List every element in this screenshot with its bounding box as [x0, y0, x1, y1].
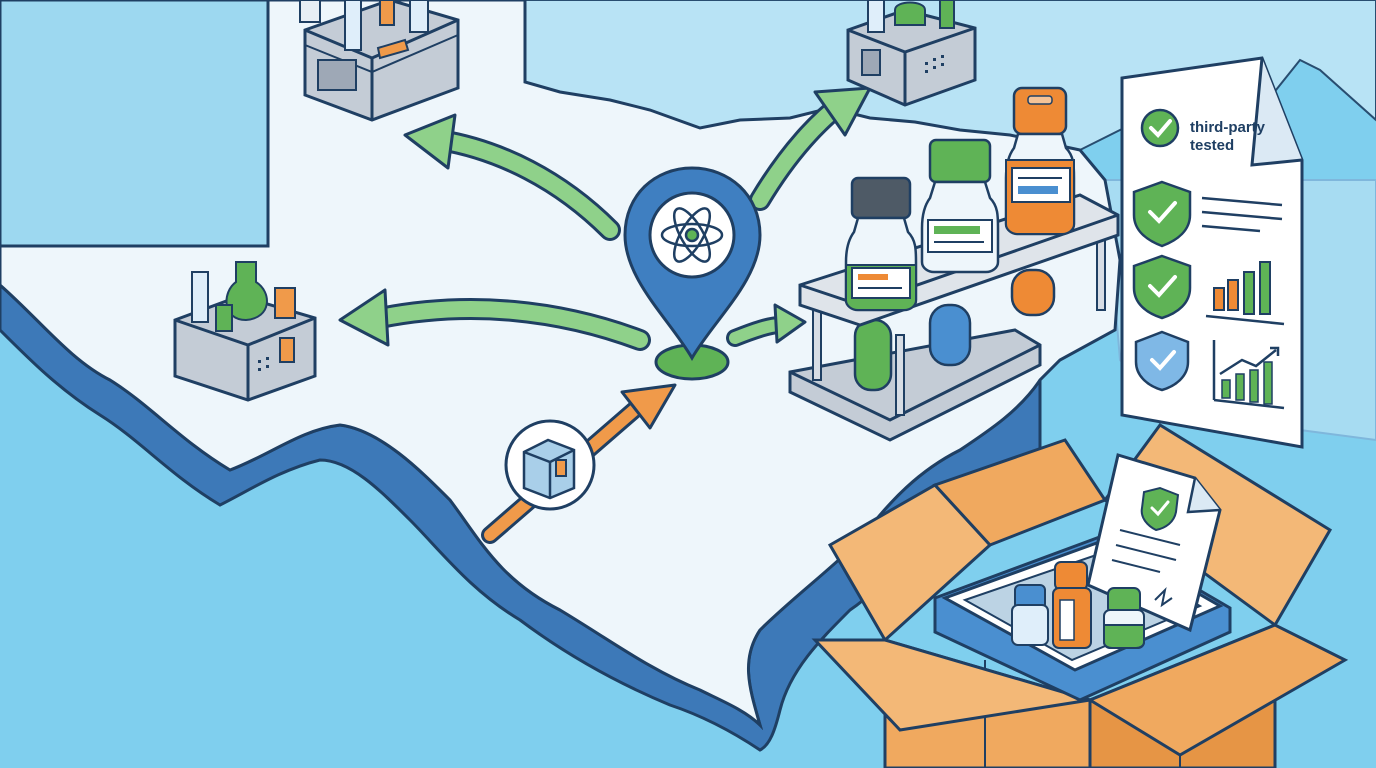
arrow-head-north	[403, 113, 457, 170]
certificate-document	[1086, 453, 1222, 633]
report-label-line2: tested	[1190, 137, 1234, 154]
hub-location-pin	[623, 166, 762, 381]
lab-station-north	[299, 0, 460, 122]
test-report-document: third-party tested	[1120, 56, 1304, 449]
arrow-head-east	[773, 303, 807, 344]
lab-station-west	[173, 261, 317, 402]
vial-rack	[788, 86, 1120, 442]
check-circle-icon	[1140, 108, 1180, 148]
check-shield-icon	[1132, 180, 1192, 248]
distribution-arrows	[338, 86, 872, 544]
arrow-head-northeast	[813, 86, 872, 137]
cooler-icon	[522, 438, 576, 500]
cooler-vials	[1011, 561, 1145, 649]
vial-orange-label	[1004, 86, 1076, 236]
arrow-head-inbound	[620, 383, 677, 430]
bar-chart-icon	[1205, 261, 1285, 326]
vial-blue-label	[920, 138, 1000, 274]
check-shield-icon-2	[1132, 254, 1192, 320]
shield-icon-blue	[1134, 330, 1190, 392]
vial-green-label	[844, 176, 918, 312]
atom-icon	[660, 207, 724, 263]
line-chart-icon	[1212, 340, 1285, 410]
shipping-box	[811, 422, 1349, 768]
land-region-northwest	[0, 0, 270, 248]
arrow-head-west	[338, 288, 390, 347]
lab-station-northeast	[846, 0, 977, 107]
cold-shipping-badge	[504, 419, 596, 511]
check-shield-icon-3	[1140, 486, 1180, 532]
report-label-line1: third-party	[1190, 119, 1266, 136]
